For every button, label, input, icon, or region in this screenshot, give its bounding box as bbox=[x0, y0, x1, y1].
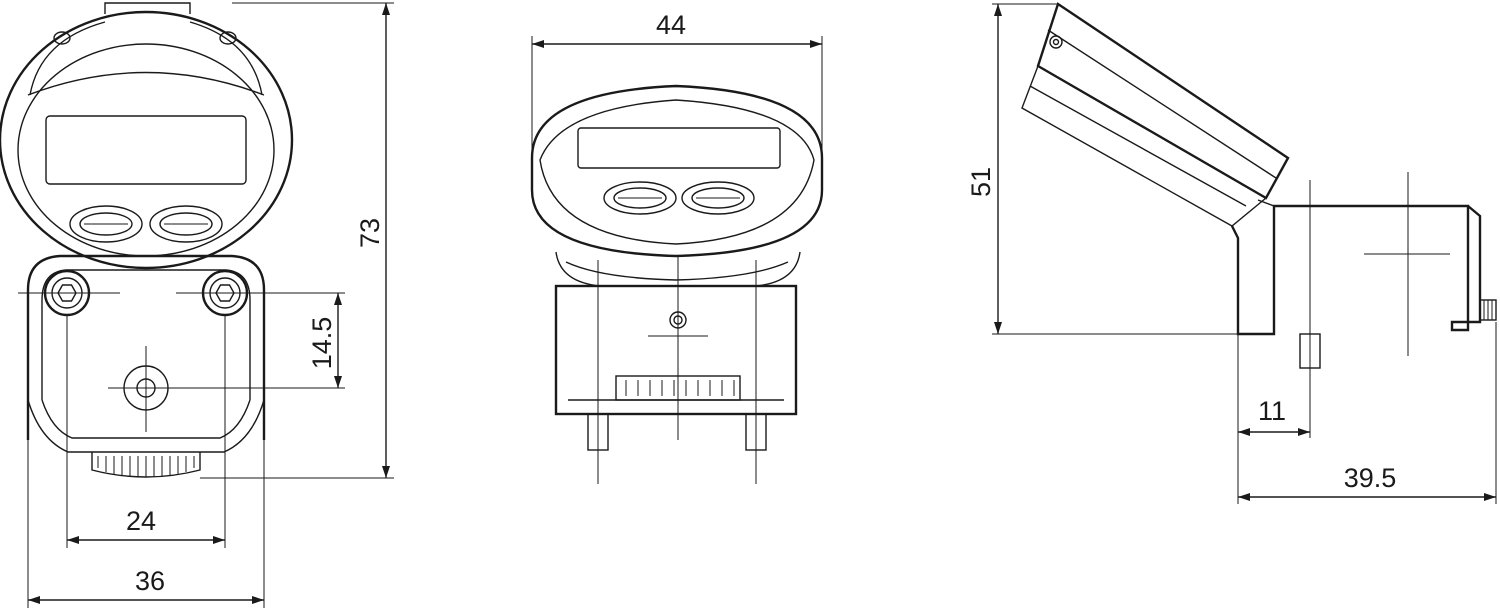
middle-button-left bbox=[603, 181, 677, 215]
dim-label-36: 36 bbox=[135, 566, 165, 596]
button-left bbox=[69, 205, 143, 243]
middle-base-block bbox=[554, 284, 798, 416]
center-mount-hole bbox=[108, 346, 186, 432]
middle-lcd bbox=[577, 127, 781, 169]
dim-label-73: 73 bbox=[355, 218, 385, 248]
side-base-body bbox=[1230, 204, 1482, 336]
dim-label-14-5: 14.5 bbox=[307, 317, 337, 370]
button-right bbox=[149, 205, 223, 243]
dim-label-51: 51 bbox=[966, 167, 996, 197]
side-display-tilted bbox=[1036, 2, 1290, 200]
display-housing-inner bbox=[17, 43, 275, 257]
dim-label-39-5: 39.5 bbox=[1344, 463, 1397, 493]
dim-label-24: 24 bbox=[126, 506, 156, 536]
front-view: 73 14.5 24 36 bbox=[0, 2, 394, 608]
lcd-window bbox=[45, 115, 247, 185]
top-screw-right bbox=[219, 31, 237, 45]
top-screw-left bbox=[53, 31, 71, 45]
middle-view: 44 bbox=[530, 10, 824, 484]
side-view: 51 11 39.5 bbox=[966, 2, 1497, 504]
display-housing-outer bbox=[0, 10, 294, 270]
middle-housing bbox=[530, 84, 824, 258]
dim-label-44: 44 bbox=[656, 10, 686, 40]
middle-button-right bbox=[681, 181, 755, 215]
dim-label-11: 11 bbox=[1258, 396, 1286, 426]
